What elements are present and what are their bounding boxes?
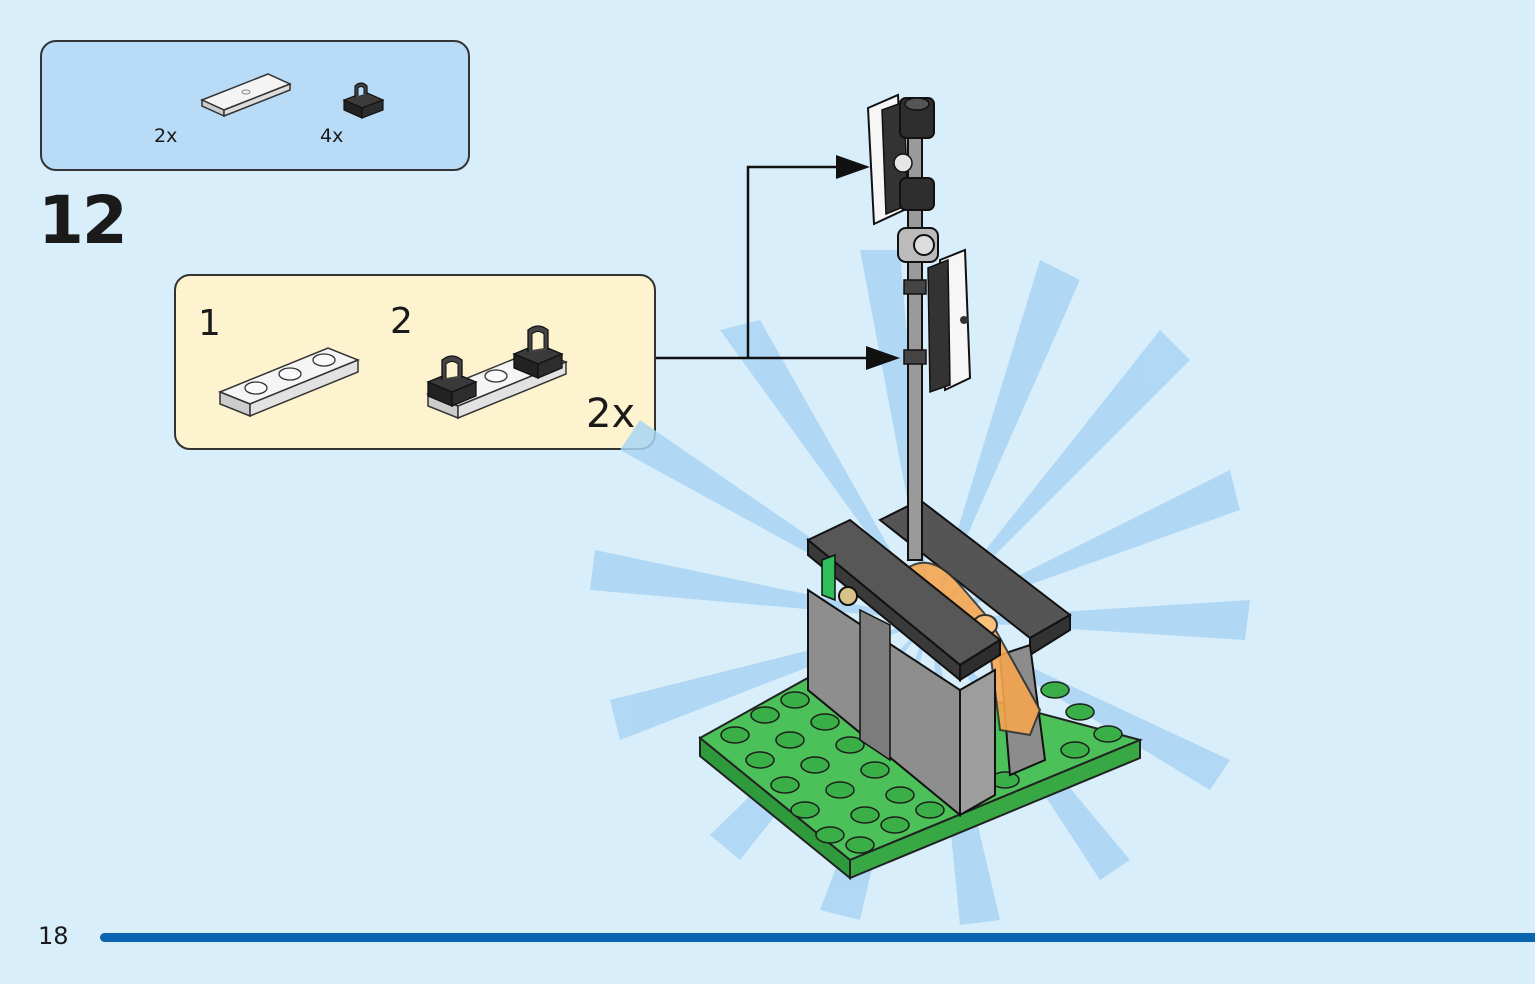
- part-count-clip: 4x: [320, 125, 344, 147]
- step-number: 12: [38, 182, 128, 259]
- white-tile-icon: [199, 73, 292, 118]
- sub-assembly-multiplier: 2x: [586, 391, 636, 437]
- page-progress-bar: [100, 933, 1535, 942]
- sub-step-label-1: 1: [198, 303, 221, 344]
- plate-with-clips-icon: [425, 325, 569, 420]
- part-white-tile: [152, 68, 292, 118]
- white-jumper-plate-icon: [217, 347, 361, 418]
- upper-signal-light: [866, 93, 939, 263]
- part-black-clip: [318, 80, 385, 120]
- part-count-tile: 2x: [154, 125, 178, 147]
- page-number: 18: [38, 922, 69, 950]
- sub-assembly-box: 1 2 2x: [174, 274, 656, 450]
- black-clip-icon: [341, 82, 385, 119]
- arrow-to-upper-signal-icon: [836, 155, 870, 179]
- callout-arrows: [656, 165, 870, 360]
- lower-signal-light: [927, 248, 972, 394]
- parts-list-box: 2x 4x: [40, 40, 470, 171]
- front-wall: [806, 518, 1002, 818]
- sub-step-label-2: 2: [390, 301, 413, 342]
- arrow-to-lower-signal-icon: [866, 346, 900, 370]
